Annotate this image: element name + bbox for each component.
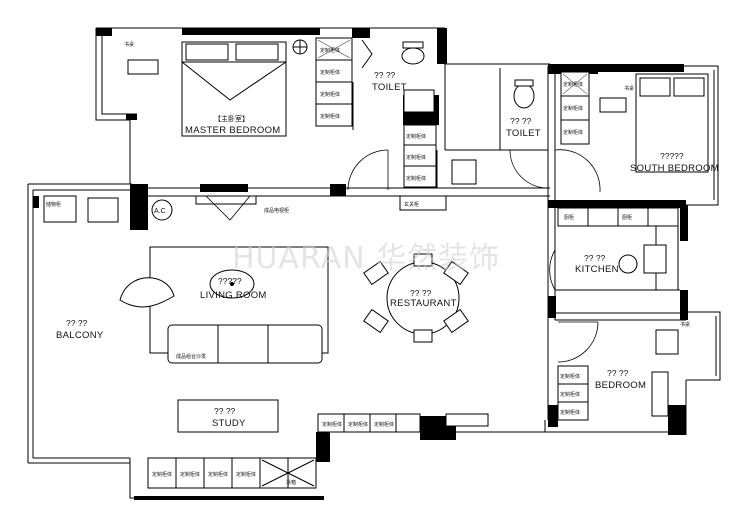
balcony-q-label: ?? ?? (66, 318, 88, 328)
cabinet-label-3: 定制柜体 (320, 91, 340, 98)
annotations: A.C 成品组合沙发 成品电视柜 玄关柜 书桌 书桌 书桌 厨柜 厨柜 冰箱 储… (46, 41, 690, 486)
kitchen-label: KITCHEN (575, 264, 619, 275)
bedroom-label: BEDROOM (595, 380, 646, 391)
wardrobe-bedroom (557, 365, 589, 421)
restaurant-label: RESTAURANT (390, 298, 457, 309)
ac-label: A.C (154, 208, 166, 215)
cabinet-label-4: 定制柜体 (320, 113, 340, 120)
cabinet-toilet (403, 124, 437, 188)
kitchen-cab-label-2: 厨柜 (622, 214, 632, 221)
cabinet-label-5: 定制柜体 (406, 133, 426, 140)
desk-label: 书桌 (124, 41, 134, 48)
cabinet-label-10: 定制柜体 (563, 129, 583, 136)
cabinet-label-11: 定制柜体 (560, 373, 580, 380)
sofa-label: 成品组合沙发 (176, 353, 206, 360)
bedroom-bed (651, 371, 669, 417)
study-label: STUDY (212, 418, 246, 429)
balcony-label: BALCONY (56, 330, 104, 341)
south-desk (599, 97, 627, 113)
bedroom-q-label: ?? ?? (607, 368, 629, 378)
cabinet-hatch-marks (317, 39, 588, 95)
balcony-basin (87, 197, 119, 223)
toilet-main-q-label: ?? ?? (374, 70, 396, 80)
south-bedroom-label: SOUTH BEDROOM (630, 163, 719, 174)
cabinet-label-9: 定制柜体 (563, 105, 583, 112)
kitchen-cab-label-1: 厨柜 (564, 214, 574, 221)
cabinet-label-6: 定制柜体 (406, 154, 426, 161)
restaurant-q-label: ?? ?? (410, 288, 432, 298)
cabinet-label-13: 定制柜体 (560, 409, 580, 416)
kitchen-q-label: ?? ?? (584, 253, 606, 263)
cabinet-label-19: 定制柜体 (208, 471, 228, 478)
hall-cabinet (399, 195, 447, 211)
living-room-q-label: ????? (218, 276, 242, 286)
tv-cabinet (195, 195, 257, 205)
master-desk (127, 59, 159, 75)
study-q-label: ?? ?? (214, 406, 236, 416)
watermark: HUARAN 华然装饰 (232, 241, 500, 276)
washer-label: 储物柜 (46, 201, 61, 208)
master-bedroom-cn-label: 【主卧室】 (214, 114, 249, 123)
living-room-label: LIVING ROOM (200, 290, 267, 301)
cabinet-label-20: 定制柜体 (236, 471, 256, 478)
cabinet-label-18: 定制柜体 (180, 471, 200, 478)
toilet-second-q-label: ?? ?? (510, 116, 532, 126)
cabinet-label-16: 定制柜体 (374, 421, 394, 428)
cabinets (147, 37, 679, 489)
south-desk-label: 书桌 (624, 85, 634, 92)
bedroom-desk (655, 329, 679, 355)
stove (618, 254, 638, 274)
cabinet-label-8: 定制柜体 (563, 81, 583, 88)
living-room-rug-chair (230, 282, 234, 286)
room-labels: 【主卧室】 MASTER BEDROOM ?? ?? TOILET ?? ?? … (56, 70, 719, 429)
cabinet-label-15: 定制柜体 (348, 421, 368, 428)
tv-cabinet-label: 成品电视柜 (264, 207, 289, 214)
toilet-bowl-2 (513, 83, 535, 109)
cabinet-label-1: 定制柜体 (320, 47, 340, 54)
toilet-bowl-1 (401, 47, 425, 65)
ac-unit (151, 199, 173, 221)
bedroom-desk-label: 书桌 (680, 321, 690, 328)
master-bedroom-label: MASTER BEDROOM (185, 125, 281, 136)
sink (643, 244, 667, 274)
south-bedroom-q-label: ????? (660, 151, 684, 161)
cabinet-label-17: 定制柜体 (152, 471, 172, 478)
basin-2 (451, 159, 477, 185)
structural-walls (33, 28, 688, 500)
sofa (167, 324, 323, 364)
toilet-main-label: TOILET (372, 82, 407, 93)
cabinet-label-12: 定制柜体 (560, 391, 580, 398)
cabinet-label-2: 定制柜体 (320, 69, 340, 76)
hall-cabinet-label: 玄关柜 (404, 201, 419, 208)
study-desk (177, 399, 279, 433)
lounge-chair (119, 277, 175, 308)
basin-1 (403, 89, 435, 113)
fridge-label: 冰箱 (286, 479, 296, 486)
cabinet-label-14: 定制柜体 (322, 421, 342, 428)
balcony-washer (43, 195, 77, 223)
cabinet-label-7: 定制柜体 (406, 175, 426, 182)
toilet-second-label: TOILET (506, 128, 541, 139)
doors (205, 149, 601, 363)
